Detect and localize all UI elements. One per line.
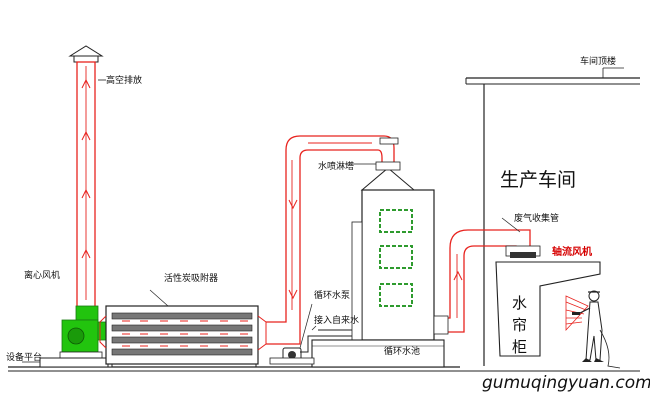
- label-centrifugal-fan: 离心风机: [24, 269, 60, 281]
- ground-line: [8, 366, 640, 372]
- label-waste-gas-pipe: 废气收集管: [514, 212, 559, 224]
- label-circ-pump: 循环水泵: [314, 289, 350, 301]
- water-curtain-cabinet: [495, 261, 601, 357]
- carbon-adsorber: [99, 289, 267, 367]
- label-roof: 车间顶楼: [580, 55, 616, 67]
- svg-text:帘: 帘: [512, 316, 527, 334]
- circulation-pump: [269, 303, 352, 365]
- label-platform: 设备平台: [6, 351, 42, 363]
- label-circ-pool: 循环水池: [384, 345, 420, 357]
- svg-text:水: 水: [512, 294, 527, 312]
- label-workshop: 生产车间: [500, 169, 576, 191]
- exhaust-stack: [68, 45, 106, 308]
- label-spray-tower: 水喷淋塔: [318, 160, 354, 172]
- svg-text:柜: 柜: [512, 338, 527, 356]
- duct-workshop-to-tower: [433, 217, 541, 335]
- workshop-building: [465, 67, 640, 366]
- label-tap-water: 接入自来水: [314, 314, 359, 326]
- watermark: gumuqingyuan.com: [482, 373, 650, 393]
- worker-figure: [572, 290, 621, 369]
- label-carbon-adsorber: 活性炭吸附器: [164, 272, 218, 284]
- label-axial-fan: 轴流风机: [552, 245, 592, 258]
- circulation-pool: [311, 339, 445, 368]
- duct-tower-to-adsorber: [266, 135, 399, 345]
- label-exhaust: 高空排放: [106, 74, 142, 86]
- spray-tower: [345, 161, 435, 341]
- label-water-curtain: 水 帘 柜: [512, 294, 527, 356]
- centrifugal-fan: [59, 305, 107, 359]
